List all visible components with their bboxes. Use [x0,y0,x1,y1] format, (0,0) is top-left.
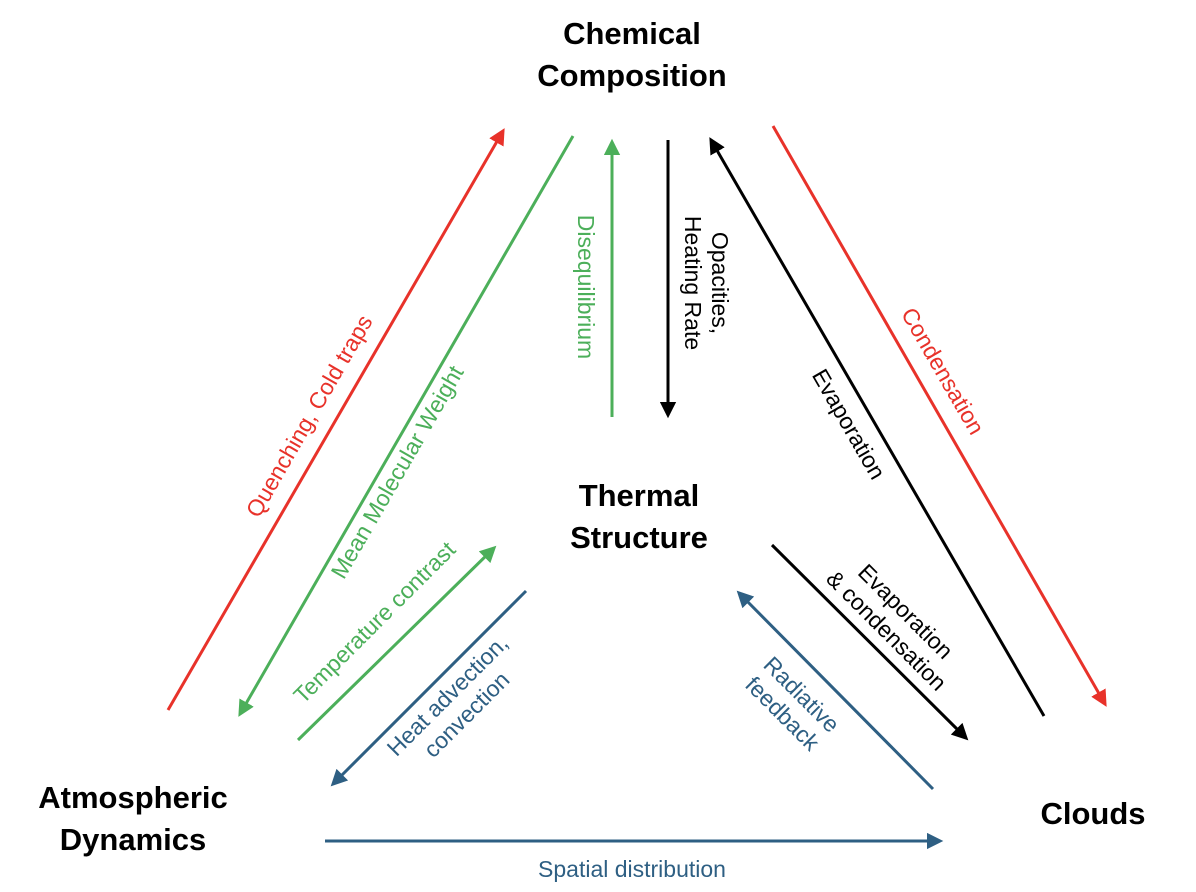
arrow-mean-molecular-weight [238,135,575,717]
node-chemical-composition: Chemical Composition [537,16,726,93]
label-spatial-distribution: Spatial distribution [538,856,726,882]
label-disequilibrium: Disequilibrium [573,215,599,359]
arrow-radiative-feedback [736,590,935,791]
label-condensation: Condensation [896,303,989,439]
arrow-quenching [166,128,505,711]
node-thermal-line-1: Thermal [579,478,700,513]
arrow-evaporation [709,137,1046,717]
node-chemical-line-1: Chemical [563,16,701,51]
label-opacities: Opacities, Heating Rate [680,216,733,350]
node-thermal-structure: Thermal Structure [570,478,708,555]
label-radiative-feedback: Radiative feedback [740,651,844,756]
label-quenching: Quenching, Cold traps [241,310,378,521]
arrow-heat-advection [330,589,528,787]
arrow-evap-condensation [770,543,969,741]
node-dynamics-line-1: Atmospheric [38,780,227,815]
label-heat-advection: Heat advection, convection [382,630,515,763]
node-chemical-line-2: Composition [537,58,726,93]
node-thermal-line-2: Structure [570,520,708,555]
node-dynamics-line-2: Dynamics [60,822,206,857]
label-opacities-line-2: Heating Rate [680,216,706,350]
arrow-temperature-contrast [296,545,497,742]
arrow-condensation [771,125,1107,707]
node-clouds: Clouds [1040,796,1145,831]
label-evaporation: Evaporation [807,364,891,483]
node-atmospheric-dynamics: Atmospheric Dynamics [38,780,227,857]
node-clouds-label: Clouds [1040,796,1145,831]
label-opacities-line-1: Opacities, [707,232,733,334]
label-evap-condensation: Evaporation & condensation [821,559,958,696]
